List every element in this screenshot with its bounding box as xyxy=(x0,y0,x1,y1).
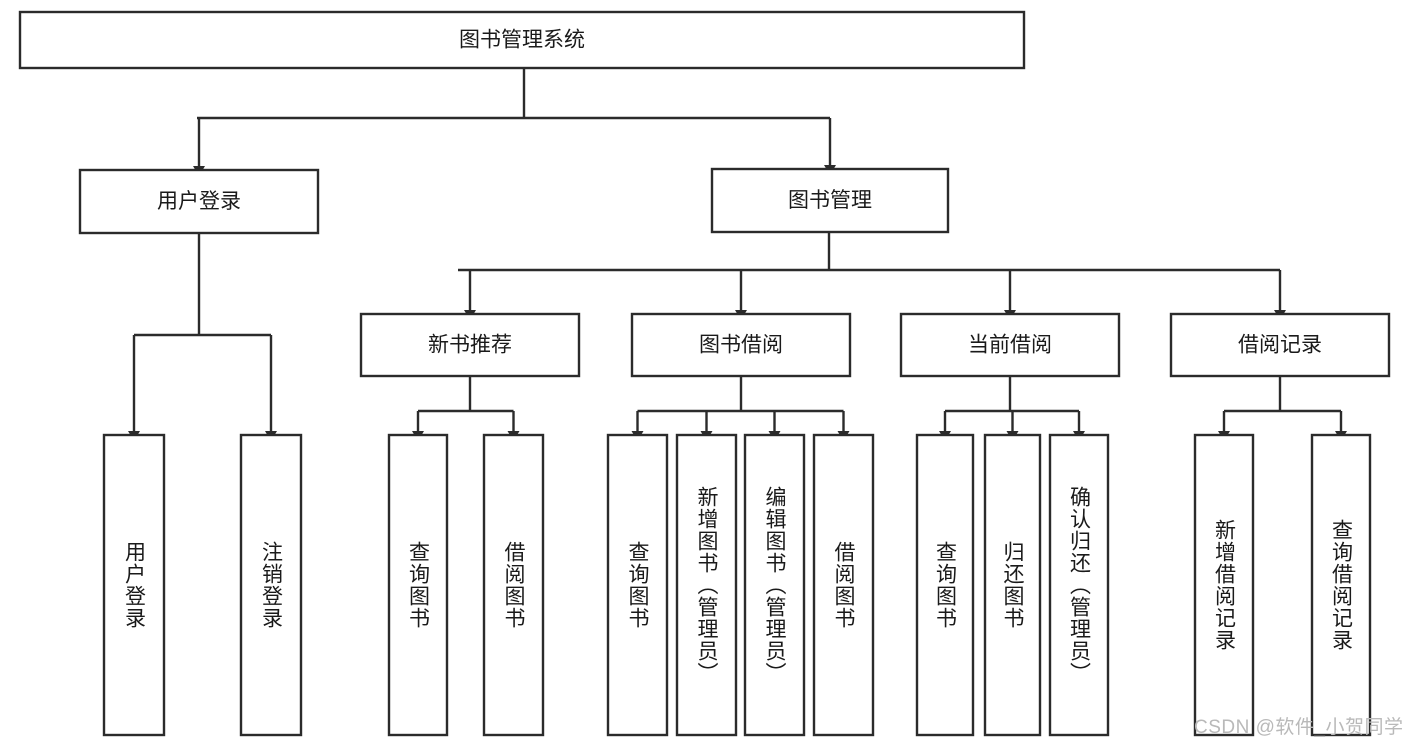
boxes-layer xyxy=(18,10,1391,737)
level3-current-borrow-box[interactable] xyxy=(899,312,1121,378)
leaf-add-book-box[interactable] xyxy=(675,433,738,737)
leaf-add-record-box[interactable] xyxy=(1193,433,1255,737)
root-node-box[interactable] xyxy=(18,10,1026,70)
root-node-label: 图书管理系统 xyxy=(459,29,585,52)
level3-borrow-record-label: 借阅记录 xyxy=(1238,334,1322,357)
leaf-confirm-return-box[interactable] xyxy=(1048,433,1110,737)
leaf-query-record-box[interactable] xyxy=(1310,433,1372,737)
leaf-borrow-book-bor-box[interactable] xyxy=(812,433,875,737)
leaf-borrow-book-rec-box[interactable] xyxy=(482,433,545,737)
level3-new-book-rec-box[interactable] xyxy=(359,312,581,378)
leaf-logout-box[interactable] xyxy=(239,433,303,737)
leaf-edit-book-box[interactable] xyxy=(743,433,806,737)
leaf-return-book-box[interactable] xyxy=(983,433,1042,737)
leaf-query-book-rec-box[interactable] xyxy=(387,433,449,737)
level2-user-login-box[interactable] xyxy=(78,168,320,235)
leaf-user-login-box[interactable] xyxy=(102,433,166,737)
level3-current-borrow-label: 当前借阅 xyxy=(968,334,1052,357)
csdn-watermark: CSDN @软件_小贺同学 xyxy=(1194,717,1404,738)
level2-user-login-label: 用户登录 xyxy=(157,190,241,213)
leaf-query-book-cur-box[interactable] xyxy=(915,433,975,737)
level2-book-manage-label: 图书管理 xyxy=(788,189,872,212)
level3-new-book-rec-label: 新书推荐 xyxy=(428,334,512,357)
level2-book-manage-box[interactable] xyxy=(710,167,950,234)
level3-book-borrow-label: 图书借阅 xyxy=(699,334,783,357)
level3-borrow-record-box[interactable] xyxy=(1169,312,1391,378)
connectors-layer xyxy=(128,68,1347,441)
leaf-query-book-bor-box[interactable] xyxy=(606,433,669,737)
level3-book-borrow-box[interactable] xyxy=(630,312,852,378)
